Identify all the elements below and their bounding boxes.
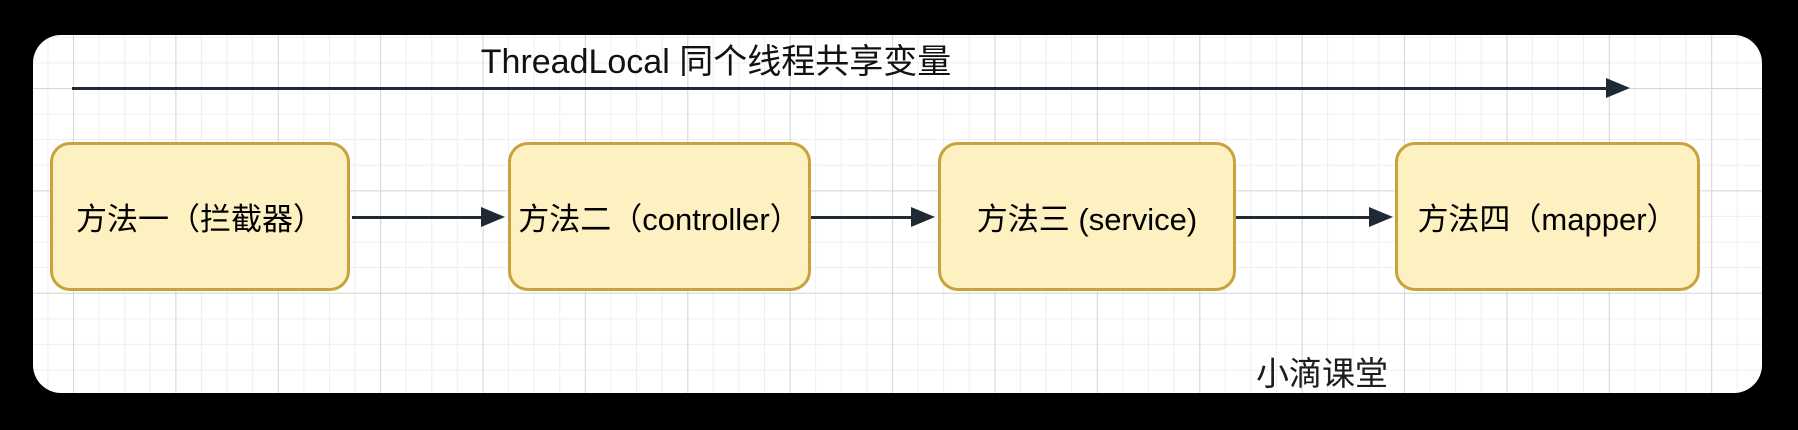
node-method-1[interactable]: 方法一（拦截器） <box>50 142 350 291</box>
node-label: 方法一（拦截器） <box>76 202 324 237</box>
arrow-line <box>72 86 1606 90</box>
diagram-canvas: ThreadLocal 同个线程共享变量 方法一（拦截器） 方法二（contro… <box>33 35 1762 393</box>
arrow-head-icon <box>1369 207 1393 227</box>
connector-method3-method4[interactable] <box>1236 207 1393 227</box>
arrow-line <box>352 215 481 219</box>
arrow-head-icon <box>911 207 935 227</box>
arrow-head-icon <box>1606 78 1630 98</box>
arrow-line <box>811 215 911 219</box>
threadlocal-scope-arrow[interactable] <box>72 78 1630 98</box>
arrow-line <box>1236 215 1369 219</box>
node-label: 方法二（controller） <box>518 202 801 237</box>
diagram-title: ThreadLocal 同个线程共享变量 <box>480 43 952 81</box>
node-method-3[interactable]: 方法三 (service) <box>938 142 1236 291</box>
node-method-4[interactable]: 方法四（mapper） <box>1395 142 1700 291</box>
node-method-2[interactable]: 方法二（controller） <box>508 142 811 291</box>
node-label: 方法三 (service) <box>976 202 1198 237</box>
node-label: 方法四（mapper） <box>1417 202 1678 237</box>
connector-method2-method3[interactable] <box>811 207 935 227</box>
watermark-text: 小滴课堂 <box>1256 355 1388 392</box>
connector-method1-method2[interactable] <box>352 207 505 227</box>
arrow-head-icon <box>481 207 505 227</box>
